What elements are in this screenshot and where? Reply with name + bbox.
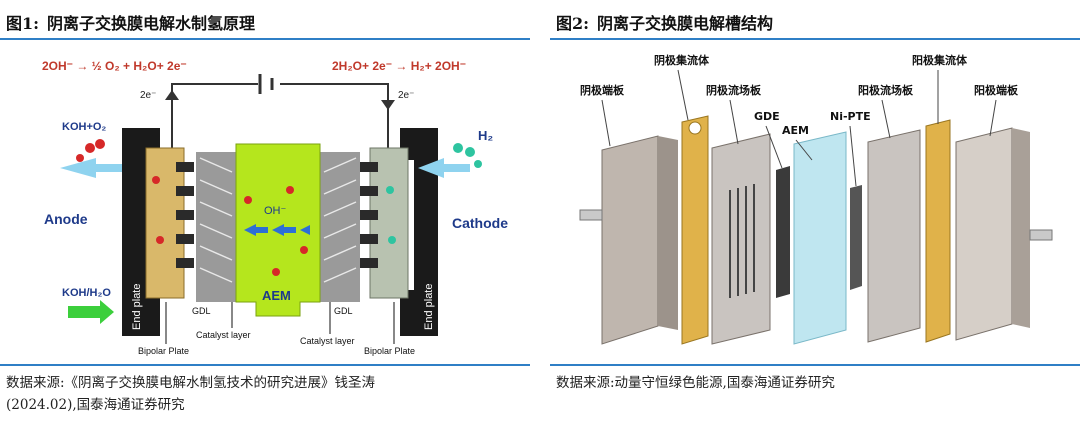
figure1-title-text: 阴离子交换膜电解水制氢原理 <box>47 14 256 33</box>
figure2-source-line1: 数据来源:动量守恒绿色能源,国泰海通证券研究 <box>556 375 835 391</box>
bipolar-left-label: Bipolar Plate <box>138 346 189 356</box>
anode-inlet-pipe <box>579 209 603 221</box>
left-end-plate <box>122 128 160 336</box>
electron-arrow-right-icon <box>381 100 395 110</box>
electron-label-right: 2e⁻ <box>398 90 414 101</box>
catalyst-right-label: Catalyst layer <box>300 336 355 346</box>
bipolar-right-label: Bipolar Plate <box>364 346 415 356</box>
anode-label: Anode <box>44 211 88 227</box>
aem-electrolysis-diagram: 2OH⁻ → ½ O₂ + H₂O+ 2e⁻ 2H₂O+ 2e⁻ → H₂+ 2… <box>42 59 508 356</box>
right-flow-channels <box>360 162 378 268</box>
oxygen-molecules <box>76 139 308 276</box>
external-circuit-wire <box>171 83 389 150</box>
anode-flow-channels <box>729 184 755 298</box>
left-flow-channels <box>176 162 194 268</box>
electron-label-left: 2e⁻ <box>140 90 156 101</box>
right-gdl-texture <box>323 157 357 283</box>
cathode-flow-plate <box>867 129 921 343</box>
label-leader-lines <box>601 69 997 187</box>
koh-o2-label: KOH+O₂ <box>62 121 106 133</box>
figure2-bottom-rule <box>550 364 1080 366</box>
right-end-plate <box>400 128 438 336</box>
figure1-title: 图1: 阴离子交换膜电解水制氢原理 <box>6 10 255 34</box>
figure1-panel: 图1: 阴离子交换膜电解水制氢原理 2OH⁻ → ½ O₂ + H₂O+ 2e⁻ … <box>0 0 530 424</box>
figure1-source-line2: (2024.02),国泰海通证券研究 <box>6 397 185 413</box>
oh-ion-label: OH⁻ <box>264 205 287 217</box>
ion-transport-arrows <box>244 224 310 236</box>
aem-label: AEM <box>262 288 291 303</box>
label-anode-flow-plate: 阴极流场板 <box>706 83 762 97</box>
label-anode-end-plate: 阴极端板 <box>580 83 625 97</box>
electron-arrow-left-icon <box>165 90 179 100</box>
label-aem: AEM <box>782 124 809 137</box>
collector-tab-hole <box>688 121 702 135</box>
h2-label: H₂ <box>478 128 493 143</box>
figure2-top-rule <box>550 38 1080 40</box>
h2-outflow-arrow-icon <box>418 158 470 178</box>
hydrogen-molecules <box>386 143 482 244</box>
cathode-current-collector <box>925 119 951 343</box>
ni-pte-layer <box>850 185 862 290</box>
cathode-reaction: 2H₂O+ 2e⁻ → H₂+ 2OH⁻ <box>332 59 466 73</box>
anode-flow-plate <box>711 133 771 345</box>
anode-end-plate-side <box>658 136 678 330</box>
figure1-top-rule <box>0 38 530 40</box>
leader-lines <box>165 302 395 344</box>
left-bipolar-plate <box>145 147 185 299</box>
figure2-number: 图2: <box>556 14 590 33</box>
left-gdl-catalyst <box>196 152 236 302</box>
left-gdl-texture <box>199 157 233 283</box>
label-gde: GDE <box>754 110 780 123</box>
label-ni-pte: Ni-PTE <box>830 110 871 123</box>
koh-h2o-label: KOH/H₂O <box>62 287 111 299</box>
anode-current-collector <box>681 115 709 345</box>
right-bipolar-plate <box>369 147 409 299</box>
label-cathode-flow-plate: 阳极流场板 <box>858 83 914 97</box>
figure1-source: 数据来源:《阴离子交换膜电解水制氢技术的研究进展》钱圣涛 (2024.02),国… <box>6 372 526 416</box>
label-cathode-end-plate: 阳极端板 <box>974 83 1019 97</box>
catalyst-left-label: Catalyst layer <box>196 330 251 340</box>
figure1-source-line1: 数据来源:《阴离子交换膜电解水制氢技术的研究进展》钱圣涛 <box>6 375 376 391</box>
cathode-end-plate-side <box>1012 128 1030 328</box>
figure2-panel: 图2: 阴离子交换膜电解槽结构 阴极端板 <box>550 0 1080 424</box>
figure1-bottom-rule <box>0 364 530 366</box>
aem-electrolyzer-stack-diagram: 阴极端板 阴极集流体 阴极流场板 GDE AEM Ni-PTE 阳极流场板 阳极… <box>579 53 1053 345</box>
cathode-end-plate-front <box>955 127 1013 341</box>
aem-membrane-layer <box>793 131 847 345</box>
koh-o2-outflow-arrow-icon <box>60 158 122 178</box>
figure2-title-text: 阴离子交换膜电解槽结构 <box>597 14 774 33</box>
figure1-number: 图1: <box>6 14 40 33</box>
end-plate-right-label: End plate <box>423 284 435 330</box>
label-anode-current-collector: 阴极集流体 <box>654 53 710 67</box>
right-gdl-catalyst <box>320 152 360 302</box>
anode-reaction: 2OH⁻ → ½ O₂ + H₂O+ 2e⁻ <box>42 59 187 73</box>
gdl-left-label: GDL <box>192 306 211 316</box>
cathode-outlet-pipe <box>1029 229 1053 241</box>
cathode-label: Cathode <box>452 215 508 231</box>
figure2-source: 数据来源:动量守恒绿色能源,国泰海通证券研究 <box>556 372 1076 394</box>
figure2-title: 图2: 阴离子交换膜电解槽结构 <box>556 10 773 34</box>
anode-end-plate-front <box>601 135 659 345</box>
koh-h2o-inflow-arrow-icon <box>68 300 114 324</box>
gde-layer <box>776 166 790 298</box>
end-plate-left-label: End plate <box>131 284 143 330</box>
label-cathode-current-collector: 阳极集流体 <box>912 53 968 67</box>
gdl-right-label: GDL <box>334 306 353 316</box>
